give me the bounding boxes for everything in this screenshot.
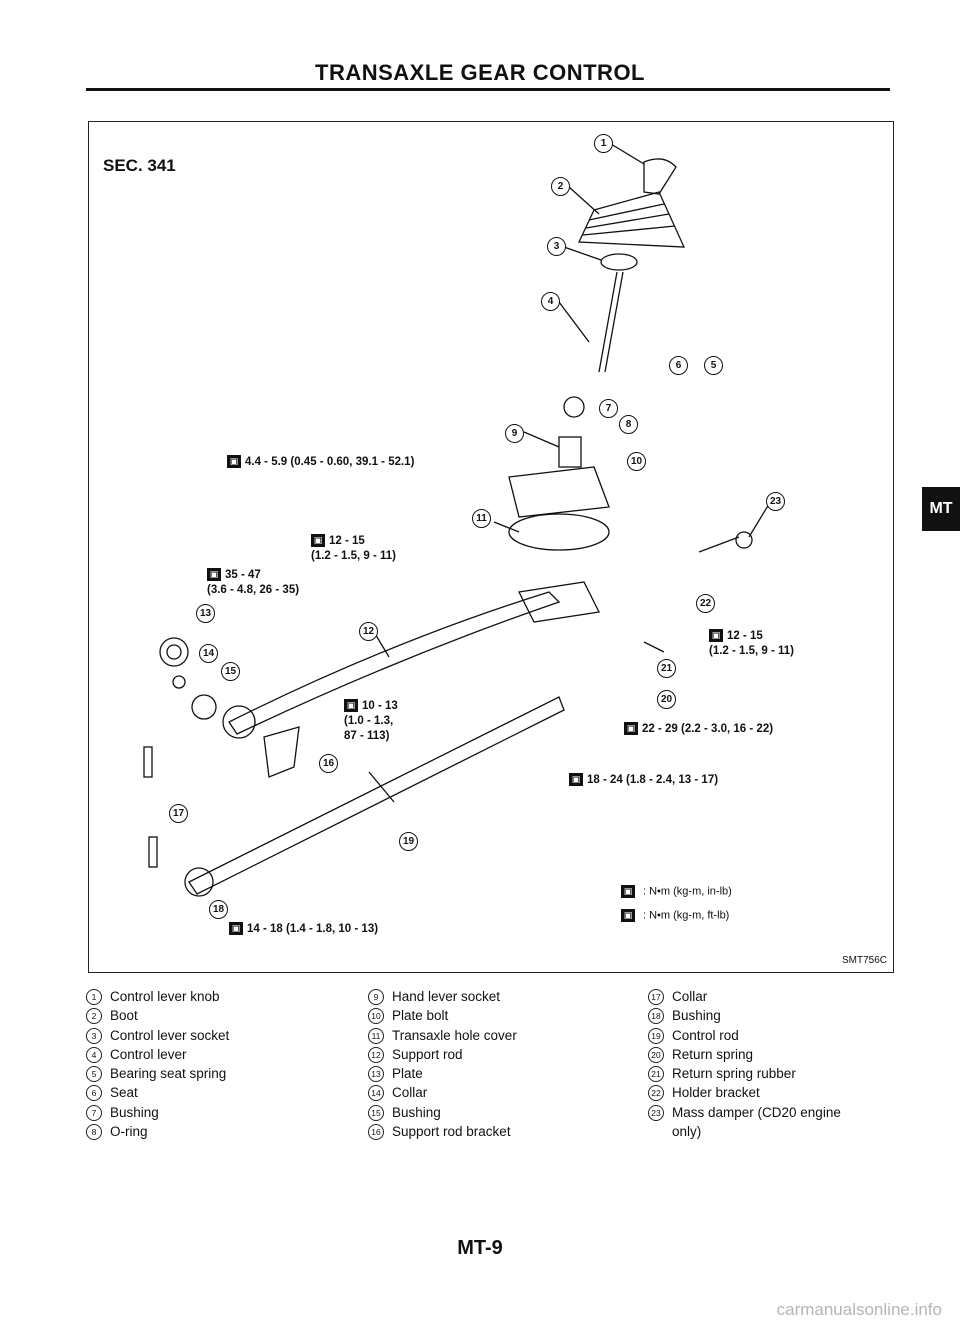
watermark: carmanualsonline.info [776,1300,942,1319]
callout: 11 [472,509,491,528]
section-tab: MT [922,487,960,531]
torque-wrench-icon: ▣ [569,773,583,787]
torque-wrench-icon: ▣ [229,922,243,936]
section-label: SEC. 341 [103,156,176,175]
callout: 8 [619,415,638,434]
page-title: TRANSAXLE GEAR CONTROL [315,60,645,85]
callout: 18 [209,900,228,919]
callout: 3 [547,237,566,256]
callout: 9 [505,424,524,443]
callout: 5 [704,356,723,375]
socket-shape [600,253,638,271]
title-rule [86,88,890,91]
plate-shape [508,466,610,518]
torque-wrench-icon: ▣ [227,455,241,469]
legend-item: ▣: N•m (kg-m, in-lb) [621,885,732,898]
callout: 12 [359,622,378,641]
callout: 21 [657,659,676,678]
lever-shape [598,271,618,373]
callout: 10 [627,452,646,471]
callout: 23 [766,492,785,511]
torque-spec: ▣14 - 18 (1.4 - 1.8, 10 - 13) [229,922,378,937]
callout: 6 [669,356,688,375]
callout: 2 [551,177,570,196]
support-rod-shape [228,591,561,735]
torque-spec: ▣18 - 24 (1.8 - 2.4, 13 - 17) [569,773,718,788]
callout: 20 [657,690,676,709]
boot-shape [577,191,686,248]
torque-wrench-icon: ▣ [311,534,325,548]
hole-cover-shape [508,513,610,551]
callout: 19 [399,832,418,851]
torque-wrench-icon: ▣ [344,699,358,713]
torque-wrench-icon: ▣ [709,629,723,643]
torque-spec: ▣12 - 15 (1.2 - 1.5, 9 - 11) [709,629,795,657]
diagram-drawing [143,143,770,897]
callout: 1 [594,134,613,153]
page-number: MT-9 [457,1237,503,1259]
legend-item: ▣: N•m (kg-m, ft-lb) [621,909,729,922]
callout: 14 [199,644,218,663]
torque-ftlb-icon: ▣ [621,909,635,922]
callout: 13 [196,604,215,623]
callout: 15 [221,662,240,681]
torque-spec: ▣35 - 47 (3.6 - 4.8, 26 - 35) [207,568,300,596]
torque-wrench-icon: ▣ [207,568,221,582]
torque-spec: ▣10 - 13 (1.0 - 1.3, 87 - 113) [344,699,398,742]
callout: 17 [169,804,188,823]
torque-wrench-icon: ▣ [624,722,638,736]
exploded-diagram: SEC. 341 ▣4.4 - 5.9 (0.45 - 0.60, 39.1 -… [88,121,894,973]
callout: 4 [541,292,560,311]
knob-shape [643,158,677,195]
callout: 7 [599,399,618,418]
torque-spec: ▣12 - 15 (1.2 - 1.5, 9 - 11) [311,534,397,562]
torque-spec: ▣22 - 29 (2.2 - 3.0, 16 - 22) [624,722,773,737]
callout: 16 [319,754,338,773]
torque-spec: ▣4.4 - 5.9 (0.45 - 0.60, 39.1 - 52.1) [227,455,414,470]
control-rod-shape [188,696,565,895]
callout: 22 [696,594,715,613]
torque-inlb-icon: ▣ [621,885,635,898]
figure-code: SMT756C [841,955,887,966]
